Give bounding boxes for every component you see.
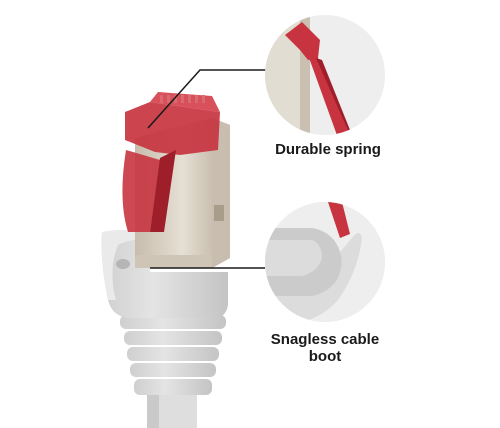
boot-closeup <box>265 202 385 322</box>
callout-label-line-1: Snagless cable <box>270 331 380 348</box>
callout-label-snagless-boot: Snagless cable boot <box>245 331 405 365</box>
callout-label-line-2: boot <box>308 348 342 365</box>
callout-lines <box>147 69 283 269</box>
red-latch <box>122 92 220 232</box>
callout-label-durable-spring: Durable spring <box>275 141 381 158</box>
snagless-boot <box>101 230 228 318</box>
cable <box>147 395 197 428</box>
boot-ribs <box>120 315 226 395</box>
spring-closeup <box>265 15 385 135</box>
